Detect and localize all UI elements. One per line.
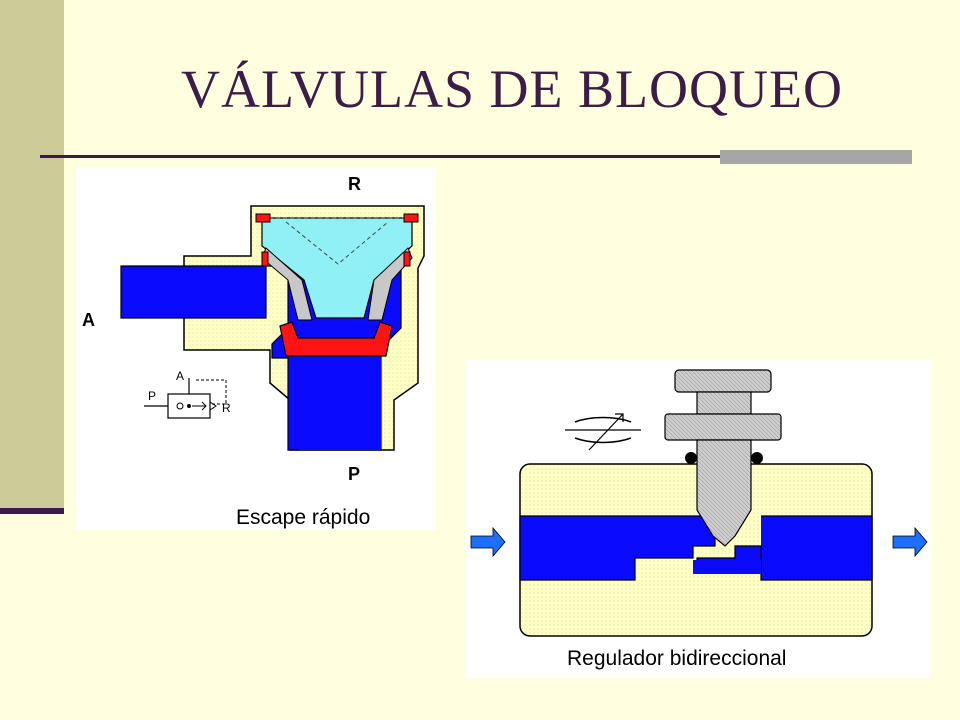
- o-ring-left: [685, 452, 697, 464]
- diaphragm: [279, 321, 393, 357]
- regulador-diagram: Regulador bidireccional: [465, 360, 931, 678]
- side-decor-band: [0, 0, 64, 512]
- title-rule: [40, 155, 912, 158]
- symbol-port-a-label: A: [176, 369, 184, 383]
- outlet-flow-arrow: [892, 526, 928, 558]
- port-r-label: R: [348, 174, 361, 194]
- seal-side-right: [403, 251, 411, 267]
- exhaust-flow-lines: [285, 221, 389, 265]
- seal-top-right: [403, 213, 419, 223]
- p-inlet-bore: [298, 358, 381, 450]
- variable-flow-symbol: [565, 413, 641, 451]
- slide-title: VÁLVULAS DE BLOQUEO: [181, 59, 843, 119]
- o-ring-right: [751, 452, 763, 464]
- regulador-caption: Regulador bidireccional: [567, 647, 786, 670]
- seal-top-left: [255, 213, 271, 223]
- escape-rapido-caption: Escape rápido: [236, 506, 370, 529]
- title-rule-accent: [720, 150, 912, 164]
- flow-bypass: [693, 560, 761, 574]
- knob-stem: [696, 391, 752, 415]
- seal-side-left: [261, 251, 269, 267]
- needle-valve: [696, 439, 752, 547]
- side-decor-band-foot: [0, 508, 64, 514]
- lock-nut[interactable]: [664, 413, 782, 441]
- pressure-channel-a: [120, 265, 267, 319]
- symbol-port-p-label: P: [148, 389, 156, 403]
- port-a-label: A: [82, 310, 95, 330]
- port-p-label: P: [348, 464, 360, 484]
- inlet-flow-arrow: [470, 526, 506, 558]
- pneumatic-symbol: A P R: [144, 369, 231, 419]
- adjust-knob[interactable]: [674, 369, 772, 393]
- symbol-port-r-label: R: [222, 401, 231, 415]
- seat-wall-right: [367, 247, 413, 321]
- escape-rapido-diagram: R A P A P R: [76, 168, 436, 530]
